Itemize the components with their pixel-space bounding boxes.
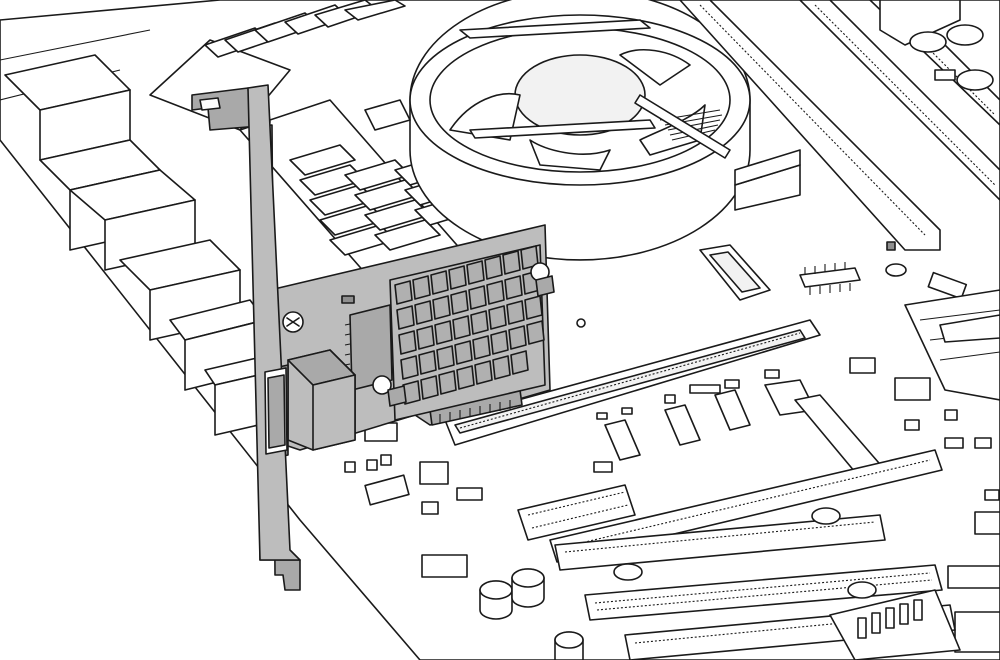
network-card-heatsink [394, 245, 545, 405]
power-header [829, 589, 961, 660]
memory-slots [679, 0, 1000, 251]
cpu-fan [364, 0, 801, 261]
pcie-slots [444, 319, 956, 660]
pci-bracket [191, 84, 301, 591]
capacitors-top [879, 0, 994, 91]
board-components [344, 244, 1000, 653]
network-card [269, 224, 555, 451]
capacitors-bottom [479, 568, 584, 660]
